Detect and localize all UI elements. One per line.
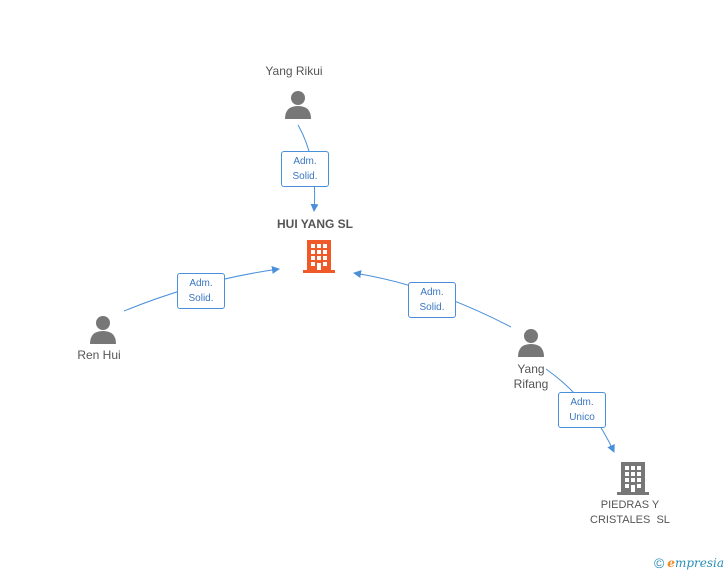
brand-name: mpresia [674,556,724,570]
edge-label-line: Adm. [189,278,213,289]
edge-label-rifang-to-piedras[interactable]: Adm. Unico [558,392,606,428]
node-label-ren-hui[interactable]: Ren Hui [77,348,121,362]
edge-label-line: Solid. [419,302,445,313]
brand-e: e [667,556,675,570]
building-icon[interactable] [303,237,335,273]
edge-label-ren-to-hui[interactable]: Adm. Solid. [177,273,225,309]
node-label-line: Rifang [513,377,549,391]
edge-label-line: Adm. [420,287,444,298]
brand-wordmark: empresia [667,556,724,570]
edge-label-line: Adm. [293,156,317,167]
person-icon[interactable] [516,327,546,357]
person-icon[interactable] [283,89,313,119]
edge-label-rikui-to-hui[interactable]: Adm. Solid. [281,151,329,187]
brand-logo: © empresia [654,555,724,571]
edge-label-line: Solid. [188,293,214,304]
edge-label-line: Unico [569,412,595,423]
node-label-line: Yang [517,362,545,376]
person-icon[interactable] [88,314,118,344]
edge-label-rifang-to-hui[interactable]: Adm. Solid. [408,282,456,318]
node-label-line: PIEDRAS Y [600,499,660,511]
edge-label-line: Solid. [292,171,318,182]
copyright-icon: © [653,555,665,571]
edge-label-line: Adm. [570,397,594,408]
node-label-line: CRISTALES SL [590,514,670,526]
node-label-piedras[interactable]: PIEDRAS Y CRISTALES SL [578,498,682,528]
building-icon[interactable] [617,459,649,495]
node-label-yang-rifang[interactable]: Yang Rifang [496,362,566,392]
node-label-yang-rikui[interactable]: Yang Rikui [265,64,323,78]
node-label-hui-yang[interactable]: HUI YANG SL [276,217,354,231]
